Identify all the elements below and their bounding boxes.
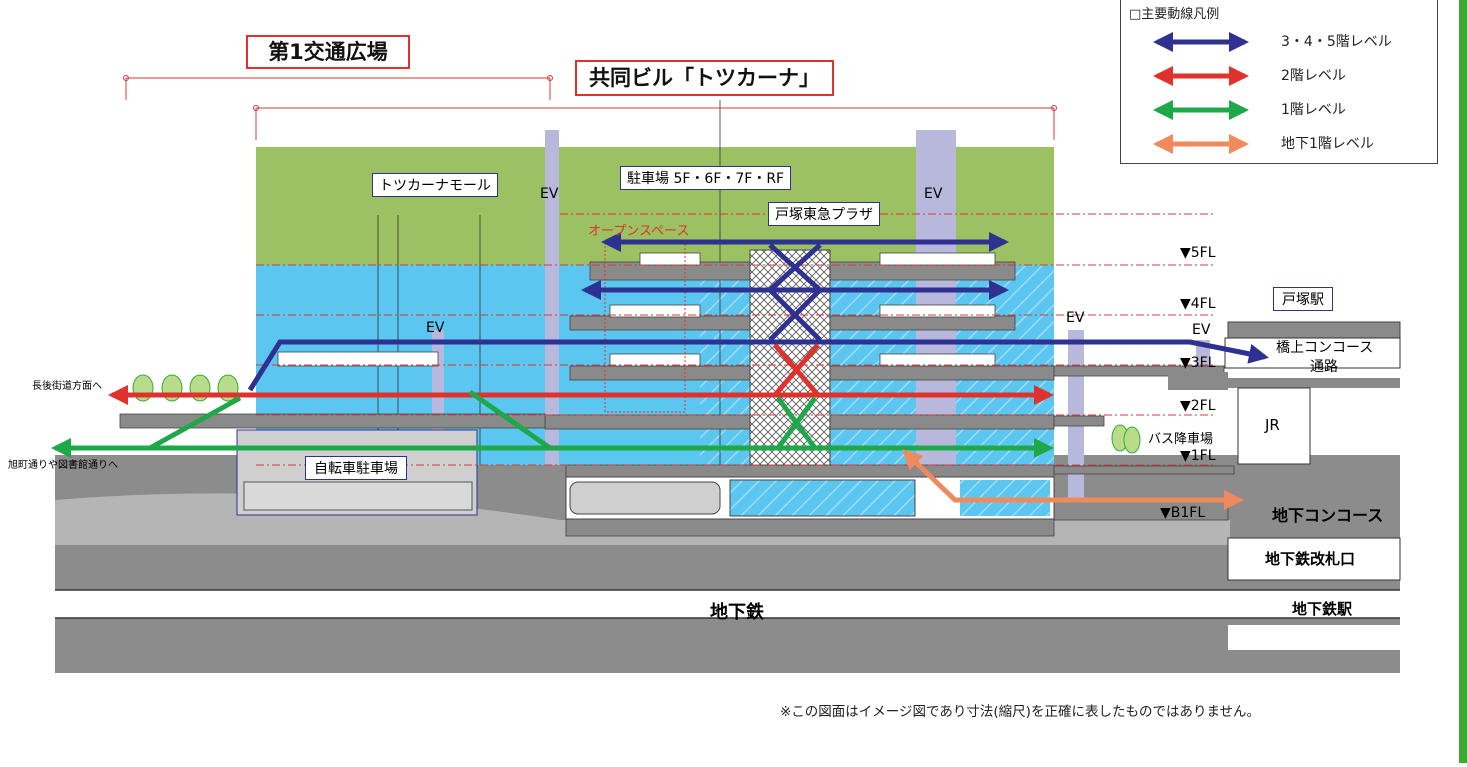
legend-label: 2階レベル — [1281, 68, 1346, 84]
building-title: 共同ビル「トツカーナ」 — [575, 60, 834, 96]
subway-gate-label: 地下鉄改札口 — [1265, 550, 1356, 568]
subway-station-platform — [1228, 625, 1400, 650]
station-label: 戸塚駅 — [1273, 287, 1333, 311]
legend-item: 2階レベル — [1151, 65, 1431, 87]
flow-level-b1 — [902, 449, 1244, 510]
subway-station-label: 地下鉄駅 — [1292, 600, 1353, 618]
bus-label: バス降車場 — [1148, 432, 1214, 447]
floor-b1fl: ▼B1FL — [1160, 505, 1206, 521]
subway-gate-box — [1227, 537, 1401, 581]
passage-label: 通路 — [1310, 359, 1338, 375]
mall-label: トツカーナモール — [372, 173, 498, 197]
legend-label: 地下1階レベル — [1281, 136, 1374, 152]
subway-tunnel — [55, 590, 1400, 618]
footnote: ※この図面はイメージ図であり寸法(縮尺)を正確に表したものではありません。 — [780, 704, 1261, 720]
page-border — [1459, 0, 1467, 763]
to-nagoshi-label: 長後街道方面へ — [32, 381, 102, 392]
ev-shaft — [545, 130, 559, 465]
floor-1fl: ▼1FL — [1180, 448, 1216, 464]
to-asahi-label: 旭町通りや図書館通りへ — [8, 460, 118, 471]
legend-item: 1階レベル — [1151, 99, 1431, 121]
legend-item: 3・4・5階レベル — [1151, 31, 1431, 53]
tokyu-label: 戸塚東急プラザ — [768, 202, 880, 226]
floor-2fl: ▼2FL — [1180, 398, 1216, 414]
open-space-label: オープンスペース — [588, 224, 690, 239]
ev-label: EV — [924, 186, 943, 202]
jr-label: JR — [1265, 416, 1280, 434]
floor-4fl: ▼4FL — [1180, 296, 1216, 312]
legend-label: 3・4・5階レベル — [1281, 34, 1392, 50]
ev-label: EV — [1066, 310, 1085, 326]
parking-label: 駐車場 5F・6F・7F・RF — [620, 166, 792, 190]
ev-label: EV — [540, 186, 559, 202]
concourse-bridge-label: 橋上コンコース — [1276, 340, 1374, 356]
legend-label: 1階レベル — [1281, 102, 1346, 118]
floor-5fl: ▼5FL — [1180, 245, 1216, 261]
plaza-title: 第1交通広場 — [246, 35, 410, 69]
subway-label: 地下鉄 — [710, 602, 764, 623]
ev-label: EV — [1192, 322, 1211, 338]
ev-label: EV — [426, 320, 445, 336]
bicycle-parking-label: 自転車駐車場 — [305, 456, 407, 480]
legend: □主要動線凡例 3・4・5階レベル 2階レベル 1階レベル 地下1階レベル — [1120, 0, 1438, 164]
underground-concourse-label: 地下コンコース — [1272, 506, 1384, 525]
legend-title: □主要動線凡例 — [1129, 7, 1220, 22]
legend-item: 地下1階レベル — [1151, 133, 1431, 155]
floor-3fl: ▼3FL — [1180, 355, 1216, 371]
flow-level-345 — [247, 339, 1269, 392]
